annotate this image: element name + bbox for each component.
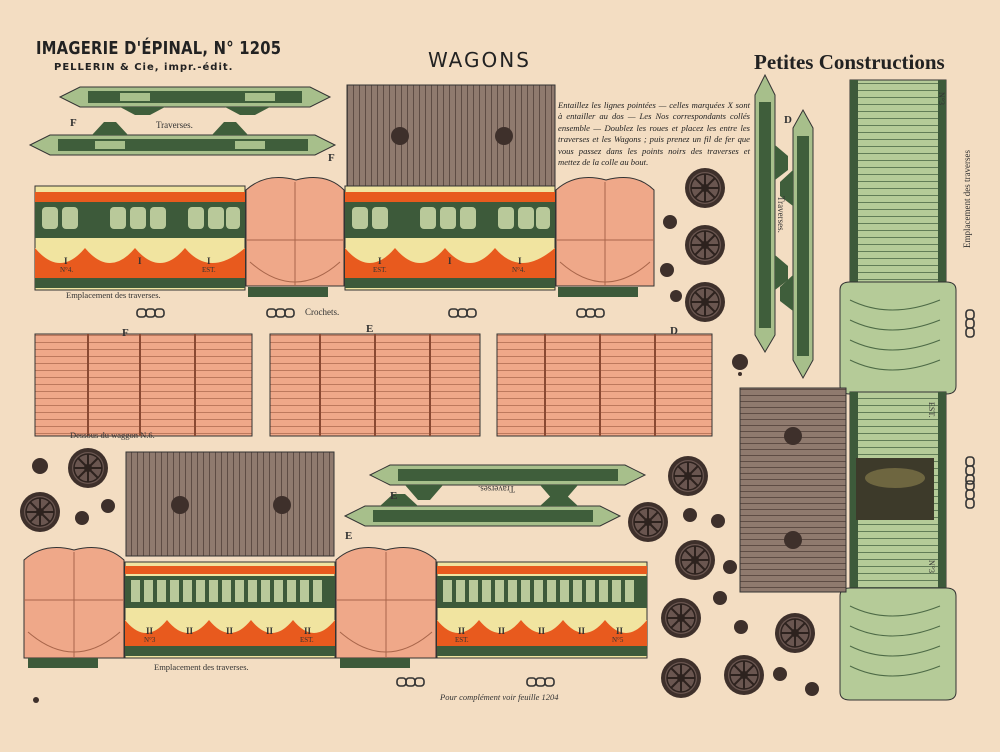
label-emplacement-vertical: Emplacement des traverses — [962, 150, 972, 248]
door-mark: II — [458, 626, 466, 636]
publisher-printer: PELLERIN & Cie, impr.-édit. — [54, 62, 234, 73]
letter-e3: E — [345, 530, 353, 542]
label-emplacement-2: Emplacement des traverses. — [154, 662, 249, 672]
door-mark: II — [266, 626, 274, 636]
door-sub: N°4. — [512, 266, 526, 274]
van-mark-bottom: N°3 — [927, 560, 936, 573]
door-mark: I — [207, 256, 211, 266]
traverse-vertical-1 — [754, 73, 788, 353]
label-traverses-mid: Traverses. — [478, 484, 515, 494]
door-mark: II — [578, 626, 586, 636]
door-sub: N°3 — [144, 636, 156, 644]
traverse-mid-2 — [343, 494, 622, 527]
page-title: WAGONS — [428, 48, 531, 72]
traverse-top-1 — [58, 86, 332, 115]
floor-panels — [34, 333, 713, 437]
label-traverses-top: Traverses. — [156, 120, 193, 130]
van-mark-top: N°3 — [937, 92, 946, 105]
door-mark: II — [616, 626, 624, 636]
goods-van-vertical — [839, 79, 957, 701]
letter-f1: F — [70, 117, 77, 129]
coach-row-top — [34, 177, 655, 297]
door-mark: I — [64, 256, 68, 266]
traverse-top-2 — [28, 122, 337, 156]
letter-e2: E — [390, 490, 398, 502]
door-mark: II — [226, 626, 234, 636]
label-emplacement-1: Emplacement des traverses. — [66, 290, 161, 300]
door-mark: II — [498, 626, 506, 636]
roof-top — [346, 84, 556, 188]
door-mark: I — [518, 256, 522, 266]
publisher-name: IMAGERIE D'ÉPINAL, N° 1205 — [36, 38, 282, 59]
door-mark: II — [304, 626, 312, 636]
letter-f3: F — [122, 327, 129, 339]
door-sub: EST. — [373, 266, 387, 274]
door-mark: I — [138, 256, 142, 266]
letter-d2: D — [784, 114, 792, 126]
axle-dots — [32, 215, 819, 703]
traverse-mid-1 — [368, 464, 647, 500]
letter-d1: D — [670, 325, 678, 337]
series-title: Petites Constructions — [754, 50, 945, 74]
door-sub: N°5 — [612, 636, 624, 644]
traverse-vertical-2 — [780, 108, 814, 380]
door-mark: II — [146, 626, 154, 636]
label-crochets: Crochets. — [305, 307, 340, 317]
door-mark: II — [186, 626, 194, 636]
assembly-instructions: Entaillez les lignes pointées — celles m… — [558, 100, 750, 168]
letter-e1: E — [366, 323, 374, 335]
coach-row-bottom — [23, 547, 648, 668]
door-sub: EST. — [300, 636, 314, 644]
letter-f2: F — [328, 152, 335, 164]
door-sub: N°4. — [60, 266, 74, 274]
label-traverses-vertical: Traverses. — [776, 196, 786, 233]
door-sub: EST. — [455, 636, 469, 644]
roof-van — [739, 387, 847, 593]
label-dessous: Dessous du waggon N.6. — [70, 430, 155, 440]
footer-note: Pour complément voir feuille 1204 — [440, 692, 559, 702]
door-mark: II — [538, 626, 546, 636]
roof-lower — [125, 451, 335, 557]
door-mark: I — [378, 256, 382, 266]
door-sub: EST. — [202, 266, 216, 274]
door-mark: I — [448, 256, 452, 266]
van-mark-mid: EST. — [927, 402, 936, 418]
